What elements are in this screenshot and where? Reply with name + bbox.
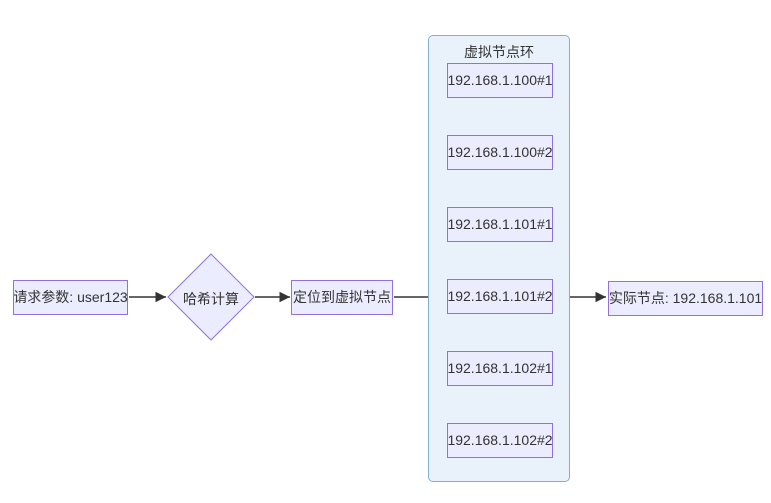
node-request: 请求参数: user123: [13, 280, 128, 315]
node-actual: 实际节点: 192.168.1.101: [608, 281, 763, 316]
vnode-label: 192.168.1.101#2: [447, 287, 553, 304]
vnode-label: 192.168.1.102#1: [447, 359, 553, 376]
node-locate: 定位到虚拟节点: [291, 280, 393, 315]
vnode-label: 192.168.1.101#1: [447, 215, 553, 232]
cluster-virtual-node-ring: 虚拟节点环 192.168.1.100#1 192.168.1.100#2 19…: [428, 35, 570, 482]
vnode-box-1: 192.168.1.100#1: [447, 63, 553, 98]
vnode-box-5: 192.168.1.102#1: [447, 351, 553, 386]
node-request-label: 请求参数: user123: [13, 288, 128, 305]
vnode-label: 192.168.1.100#1: [447, 71, 553, 88]
cluster-title: 虚拟节点环: [464, 44, 534, 60]
vnode-box-6: 192.168.1.102#2: [447, 423, 553, 458]
vnode-label: 192.168.1.100#2: [447, 143, 553, 160]
vnode-box-3: 192.168.1.101#1: [447, 207, 553, 242]
vnode-box-4: 192.168.1.101#2: [447, 279, 553, 314]
vnode-box-2: 192.168.1.100#2: [447, 135, 553, 170]
node-actual-label: 实际节点: 192.168.1.101: [608, 289, 763, 306]
node-hash-label: 哈希计算: [183, 291, 239, 307]
vnode-label: 192.168.1.102#2: [447, 431, 553, 448]
node-locate-label: 定位到虚拟节点: [293, 288, 391, 305]
